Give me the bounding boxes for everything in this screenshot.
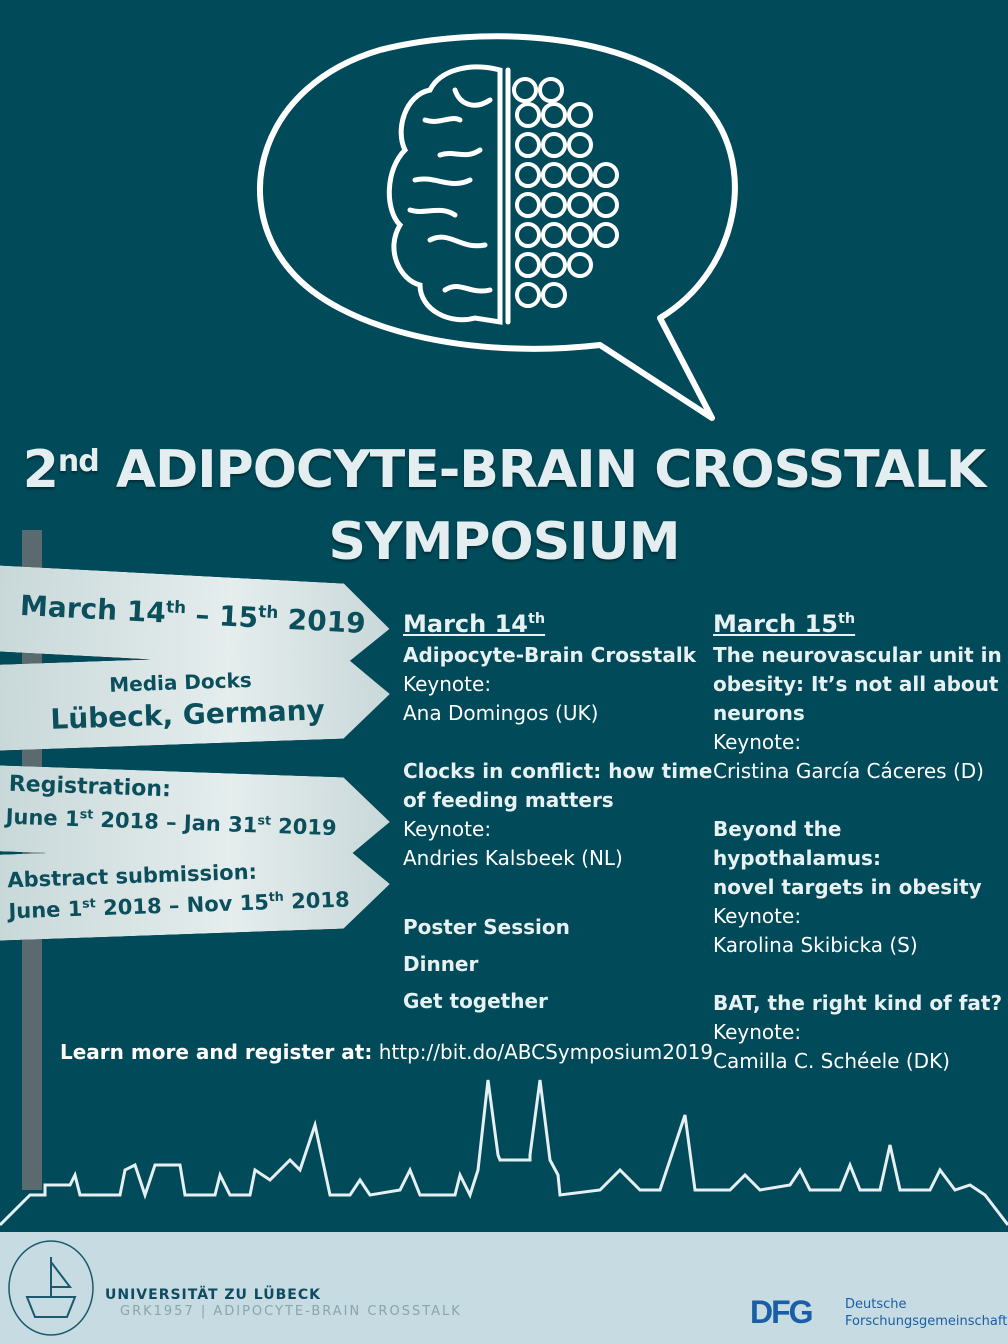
day2-heading: March 15th <box>713 610 856 638</box>
program-day2: March 15th The neurovascular unit in obe… <box>713 602 1008 1076</box>
fat-cell-circle <box>567 222 593 248</box>
program-day1: March 14th Adipocyte-Brain Crosstalk Key… <box>403 602 712 1016</box>
fat-cell-circle <box>515 252 541 278</box>
fat-cell-circle <box>567 132 593 158</box>
fat-cell-circle <box>567 162 593 188</box>
fat-cell-circle <box>567 192 593 218</box>
dfg-logo: DFG <box>750 1294 814 1330</box>
day1-heading: March 14th <box>403 610 546 638</box>
university-seal-icon <box>8 1240 94 1336</box>
grk-name: GRK1957 | ADIPOCYTE-BRAIN CROSSTALK <box>120 1304 462 1319</box>
skyline-icon <box>0 1079 1008 1227</box>
fat-cell-circle <box>515 132 541 158</box>
brain-fat-cells-icon <box>512 77 619 308</box>
fat-cell-circle <box>538 77 564 103</box>
fat-cell-circle <box>567 102 593 128</box>
sign-venue: Media Docks Lübeck, Germany <box>0 651 391 751</box>
speech-bubble-icon <box>257 33 738 421</box>
brain-icon <box>386 64 511 325</box>
fat-cell-circle <box>541 192 567 218</box>
register-line: Learn more and register at: http://bit.d… <box>60 1040 714 1064</box>
fat-cell-circle <box>512 77 538 103</box>
fat-cell-circle <box>541 132 567 158</box>
fat-cell-circle <box>515 282 541 308</box>
footer: UNIVERSITÄT ZU LÜBECK GRK1957 | ADIPOCYT… <box>0 1232 1008 1344</box>
fat-cell-circle <box>515 222 541 248</box>
fat-cell-circle <box>515 162 541 188</box>
fat-cell-circle <box>515 192 541 218</box>
fat-cell-circle <box>567 252 593 278</box>
fat-cell-circle <box>541 252 567 278</box>
university-name: UNIVERSITÄT ZU LÜBECK <box>105 1287 321 1303</box>
fat-cell-circle <box>541 162 567 188</box>
fat-cell-circle <box>593 222 619 248</box>
fat-cell-circle <box>593 162 619 188</box>
symposium-title-line2: SYMPOSIUM <box>328 512 681 572</box>
fat-cell-circle <box>593 192 619 218</box>
symposium-title-line1: 2nd ADIPOCYTE-BRAIN CROSSTALK <box>22 440 987 500</box>
register-link[interactable]: http://bit.do/ABCSymposium2019 <box>372 1040 714 1064</box>
fat-cell-circle <box>541 222 567 248</box>
fat-cell-circle <box>541 102 567 128</box>
fat-cell-circle <box>541 282 567 308</box>
fat-cell-circle <box>515 102 541 128</box>
sign-abstract-submission: Abstract submission: June 1st 2018 – Nov… <box>0 841 391 941</box>
